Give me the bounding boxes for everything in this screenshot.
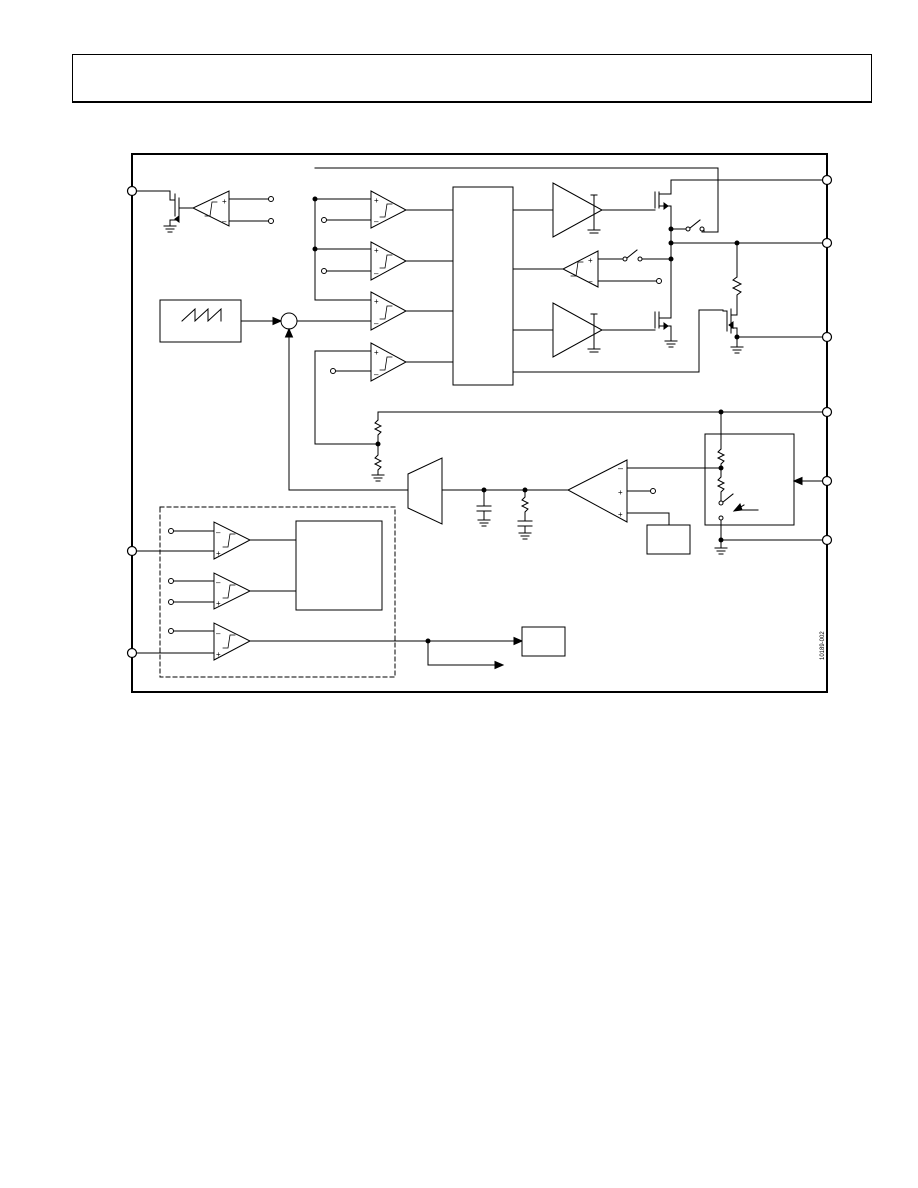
feedback-resistor-bottom <box>373 443 383 476</box>
comparator-column: + – + – + – + – <box>312 167 719 445</box>
pin-right-4 <box>821 406 833 418</box>
comparator-2-symbol <box>370 241 408 281</box>
monitor-logic-box <box>295 520 383 611</box>
pin-right-1 <box>821 174 833 186</box>
svg-text:–: – <box>588 277 593 286</box>
summing-node <box>280 312 298 330</box>
page-header-box <box>72 54 872 103</box>
svg-text:+: + <box>374 246 379 255</box>
compensation-resistor <box>517 489 533 540</box>
reference-box <box>646 524 691 555</box>
svg-text:+: + <box>618 488 623 497</box>
ramp-generator-symbol <box>407 457 443 525</box>
monitor-dashed-box <box>159 506 396 678</box>
svg-text:–: – <box>216 578 221 587</box>
svg-text:+: + <box>216 650 221 659</box>
enable-logic-box <box>521 626 566 657</box>
svg-text:–: – <box>216 629 221 638</box>
svg-text:–: – <box>374 269 379 278</box>
chip-outline <box>131 153 828 693</box>
pin-right-2 <box>821 237 833 249</box>
svg-text:+: + <box>374 297 379 306</box>
svg-text:+: + <box>216 599 221 608</box>
pin-right-5 <box>821 475 833 487</box>
comparator-3-symbol <box>370 291 408 331</box>
svg-text:–: – <box>222 217 227 226</box>
control-logic-box <box>452 186 514 386</box>
svg-text:–: – <box>618 463 623 473</box>
pin-left-2 <box>126 545 138 557</box>
error-amp-section: – + + <box>288 409 823 555</box>
svg-text:+: + <box>588 256 593 265</box>
vid-dac-box <box>704 433 795 526</box>
pin-right-6 <box>821 534 833 546</box>
oscillator-box <box>159 299 242 343</box>
enable-comparator-symbol <box>213 622 252 661</box>
monitor-comparator-b-symbol <box>213 572 252 610</box>
low-side-driver-symbol <box>552 302 604 358</box>
sawtooth-icon <box>181 307 222 323</box>
monitor-block: – + – + – + <box>136 506 566 678</box>
uvlo-section: + – <box>136 190 274 233</box>
zero-cross-comparator-symbol <box>561 250 599 288</box>
pin-right-3 <box>821 331 833 343</box>
oscillator-block <box>159 299 372 491</box>
svg-text:+: + <box>618 510 623 519</box>
pulldown-resistor <box>731 276 743 316</box>
svg-text:+: + <box>374 348 379 357</box>
svg-text:+: + <box>216 549 221 558</box>
pin-left-1 <box>126 185 138 197</box>
pin-left-3 <box>126 647 138 659</box>
figure-id-label: 10189-002 <box>820 631 826 660</box>
high-side-driver-symbol <box>552 182 604 238</box>
monitor-comparator-a-symbol <box>213 521 252 560</box>
svg-text:+: + <box>374 196 379 205</box>
svg-text:–: – <box>216 528 221 537</box>
svg-text:–: – <box>374 370 379 379</box>
svg-text:–: – <box>374 319 379 328</box>
svg-text:–: – <box>374 217 379 226</box>
comparator-4-symbol <box>370 342 408 382</box>
comparator-1-symbol <box>370 190 408 229</box>
svg-text:+: + <box>222 197 227 206</box>
feedback-resistor-top <box>373 419 383 445</box>
driver-section: + – <box>512 179 823 373</box>
